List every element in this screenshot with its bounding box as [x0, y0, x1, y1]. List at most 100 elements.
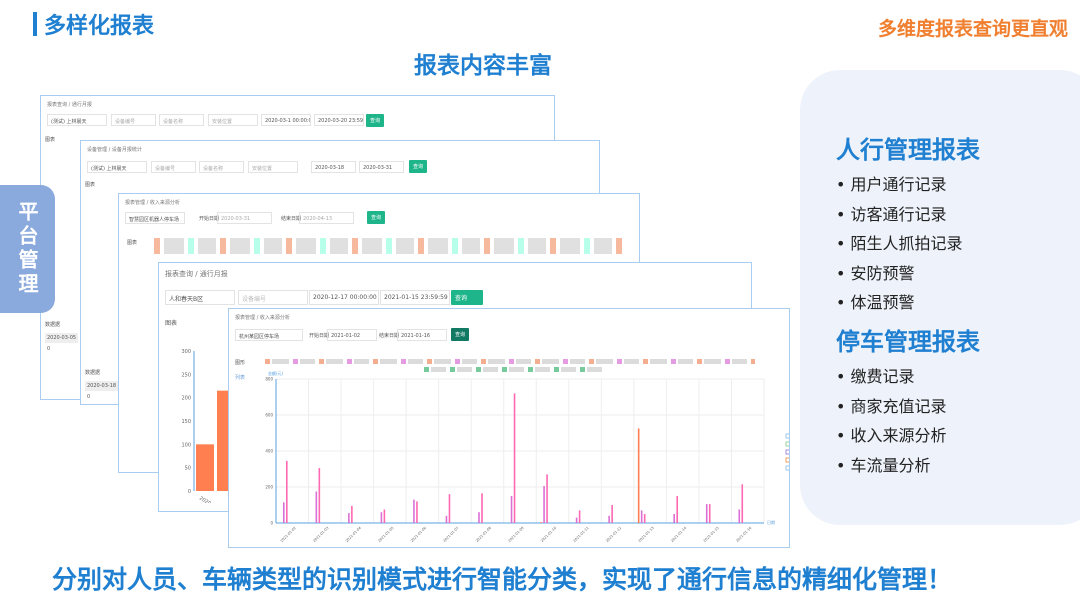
bar — [708, 504, 711, 523]
start-date-label: 开始日期 — [309, 333, 330, 339]
x-tick-label: 2021-01-10 — [540, 526, 557, 543]
bar — [513, 393, 516, 523]
bar — [673, 514, 675, 523]
chart-label: 图表 — [165, 320, 178, 327]
bar — [481, 493, 483, 523]
breadcrumb: 报表管理 / 收入来源分析 — [125, 200, 180, 206]
end-date-label: 结束日期 — [281, 216, 302, 222]
device-no-input[interactable]: 设备编号 — [238, 290, 308, 305]
chart-legend-row2 — [424, 367, 604, 372]
x-tick-label: 2021-01-14 — [670, 525, 688, 543]
page-subtitle: 多维度报表查询更直观 — [877, 18, 1068, 40]
chart-tab[interactable]: 图表 — [127, 240, 138, 246]
end-date-label: 结束日期 — [379, 333, 400, 339]
toolbox-icon — [785, 441, 789, 447]
list-item: 安防预警 — [836, 260, 915, 284]
list-value: 0 — [47, 346, 51, 352]
y-tick-label: 50 — [185, 466, 191, 472]
y-tick-label: 250 — [181, 372, 191, 378]
start-date[interactable]: 2020-12-17 00:00:00 — [309, 290, 379, 305]
list-item: 车流量分析 — [836, 452, 931, 476]
end-date[interactable]: 2020-03-20 23:59:59 — [314, 114, 364, 126]
x-tick-label: 2021-01-02 — [280, 526, 297, 543]
bar — [738, 509, 741, 523]
y-tick-label: 200 — [265, 485, 273, 490]
query-button[interactable]: 查询 — [451, 290, 483, 305]
x-tick-label: 2021-01-16 — [735, 526, 752, 543]
bar — [416, 501, 418, 523]
page-title: 多样化报表 — [44, 14, 155, 39]
list-item: 体温预警 — [836, 289, 915, 313]
x-tick-label: 2021-01-03 — [312, 526, 329, 543]
bar — [676, 496, 678, 523]
list-item: 收入来源分析 — [836, 422, 947, 446]
chart-label: 图表 — [85, 182, 96, 188]
x-tick-label: 2021-01-05 — [377, 526, 394, 543]
traffic-bar-chart: 0501001502002503002020-12-17 — [181, 349, 234, 503]
community-select[interactable]: 人和春天B区 — [165, 290, 235, 305]
bar — [510, 496, 513, 523]
list-item: 商家充值记录 — [836, 393, 947, 417]
bar — [578, 510, 581, 523]
title-accent-bar — [33, 12, 37, 36]
x-tick-label: 2021-01-06 — [410, 526, 427, 543]
bar — [348, 513, 350, 523]
query-button[interactable]: 查询 — [409, 160, 428, 173]
bar — [741, 484, 744, 523]
community-select[interactable]: (测试) 上林晨天 — [87, 161, 147, 173]
x-tick-label: 2021-01-09 — [507, 526, 524, 543]
start-date[interactable]: 2020-03-31 — [217, 212, 272, 224]
end-date[interactable]: 2020-04-13 — [299, 212, 354, 224]
device-no-input[interactable]: 设备编号 — [151, 161, 196, 173]
end-date[interactable]: 2021-01-16 — [397, 329, 447, 341]
breadcrumb: 报表查询 / 通行月报 — [165, 270, 228, 278]
bar — [380, 512, 383, 523]
bar — [546, 474, 548, 523]
start-date[interactable]: 2021-01-02 — [327, 329, 377, 341]
bar — [540, 522, 542, 523]
bar — [413, 499, 415, 523]
list-item: 用户通行记录 — [836, 171, 947, 195]
report-list-panel: 人行管理报表 用户通行记录 访客通行记录 陌生人抓拍记录 安防预警 体温预警 停… — [800, 70, 1080, 525]
device-name-input[interactable]: 设备名称 — [159, 114, 204, 126]
x-tick-label: 2021-01-07 — [442, 526, 459, 543]
y-tick-label: 800 — [265, 377, 273, 382]
location-input[interactable]: 安装位置 — [248, 161, 298, 173]
tab-graph[interactable]: 图形 — [235, 360, 246, 366]
parking-select[interactable]: 杭州某园区停车场 — [235, 329, 303, 341]
start-date[interactable]: 2020-03-1 00:00:00 — [261, 114, 311, 126]
end-date[interactable]: 2020-03-31 — [359, 161, 404, 173]
breadcrumb: 报表查询 / 通行月报 — [47, 102, 92, 108]
bar — [383, 509, 386, 523]
y-tick-label: 200 — [181, 396, 191, 402]
bar — [637, 428, 640, 523]
chart-legend-row1 — [265, 359, 755, 364]
list-item: 访客通行记录 — [836, 201, 947, 225]
device-no-input[interactable]: 设备编号 — [111, 114, 156, 126]
toolbox-icon — [785, 433, 789, 439]
query-button[interactable]: 查询 — [367, 211, 386, 224]
y-tick-label: 100 — [181, 442, 191, 448]
breadcrumb: 设备管理 / 设备月报统计 — [87, 147, 142, 153]
bar — [315, 491, 318, 523]
breadcrumb: 报表管理 / 收入来源分析 — [235, 315, 290, 321]
bar — [318, 468, 321, 523]
location-input[interactable]: 安装位置 — [208, 114, 258, 126]
end-date[interactable]: 2021-01-15 23:59:59 — [380, 290, 450, 305]
bar — [643, 514, 646, 523]
list-date: 2020-03-18 — [85, 381, 119, 391]
query-button[interactable]: 查询 — [366, 114, 385, 127]
bar — [351, 505, 353, 523]
device-name-input[interactable]: 设备名称 — [199, 161, 244, 173]
parking-select[interactable]: 智慧园区机器人停车场 — [125, 212, 185, 224]
chart-label: 图表 — [45, 137, 56, 143]
start-date[interactable]: 2020-03-18 — [311, 161, 356, 173]
community-select[interactable]: (测试) 上林晨天 — [47, 114, 107, 126]
platform-management-tab[interactable]: 平台管理 — [0, 185, 55, 313]
center-heading: 报表内容丰富 — [414, 53, 552, 79]
tab-list[interactable]: 列表 — [235, 375, 246, 381]
list-item: 陌生人抓拍记录 — [836, 230, 963, 254]
section-title-pedestrian: 人行管理报表 — [836, 136, 980, 164]
bar — [445, 515, 448, 523]
query-button[interactable]: 查询 — [451, 328, 470, 341]
